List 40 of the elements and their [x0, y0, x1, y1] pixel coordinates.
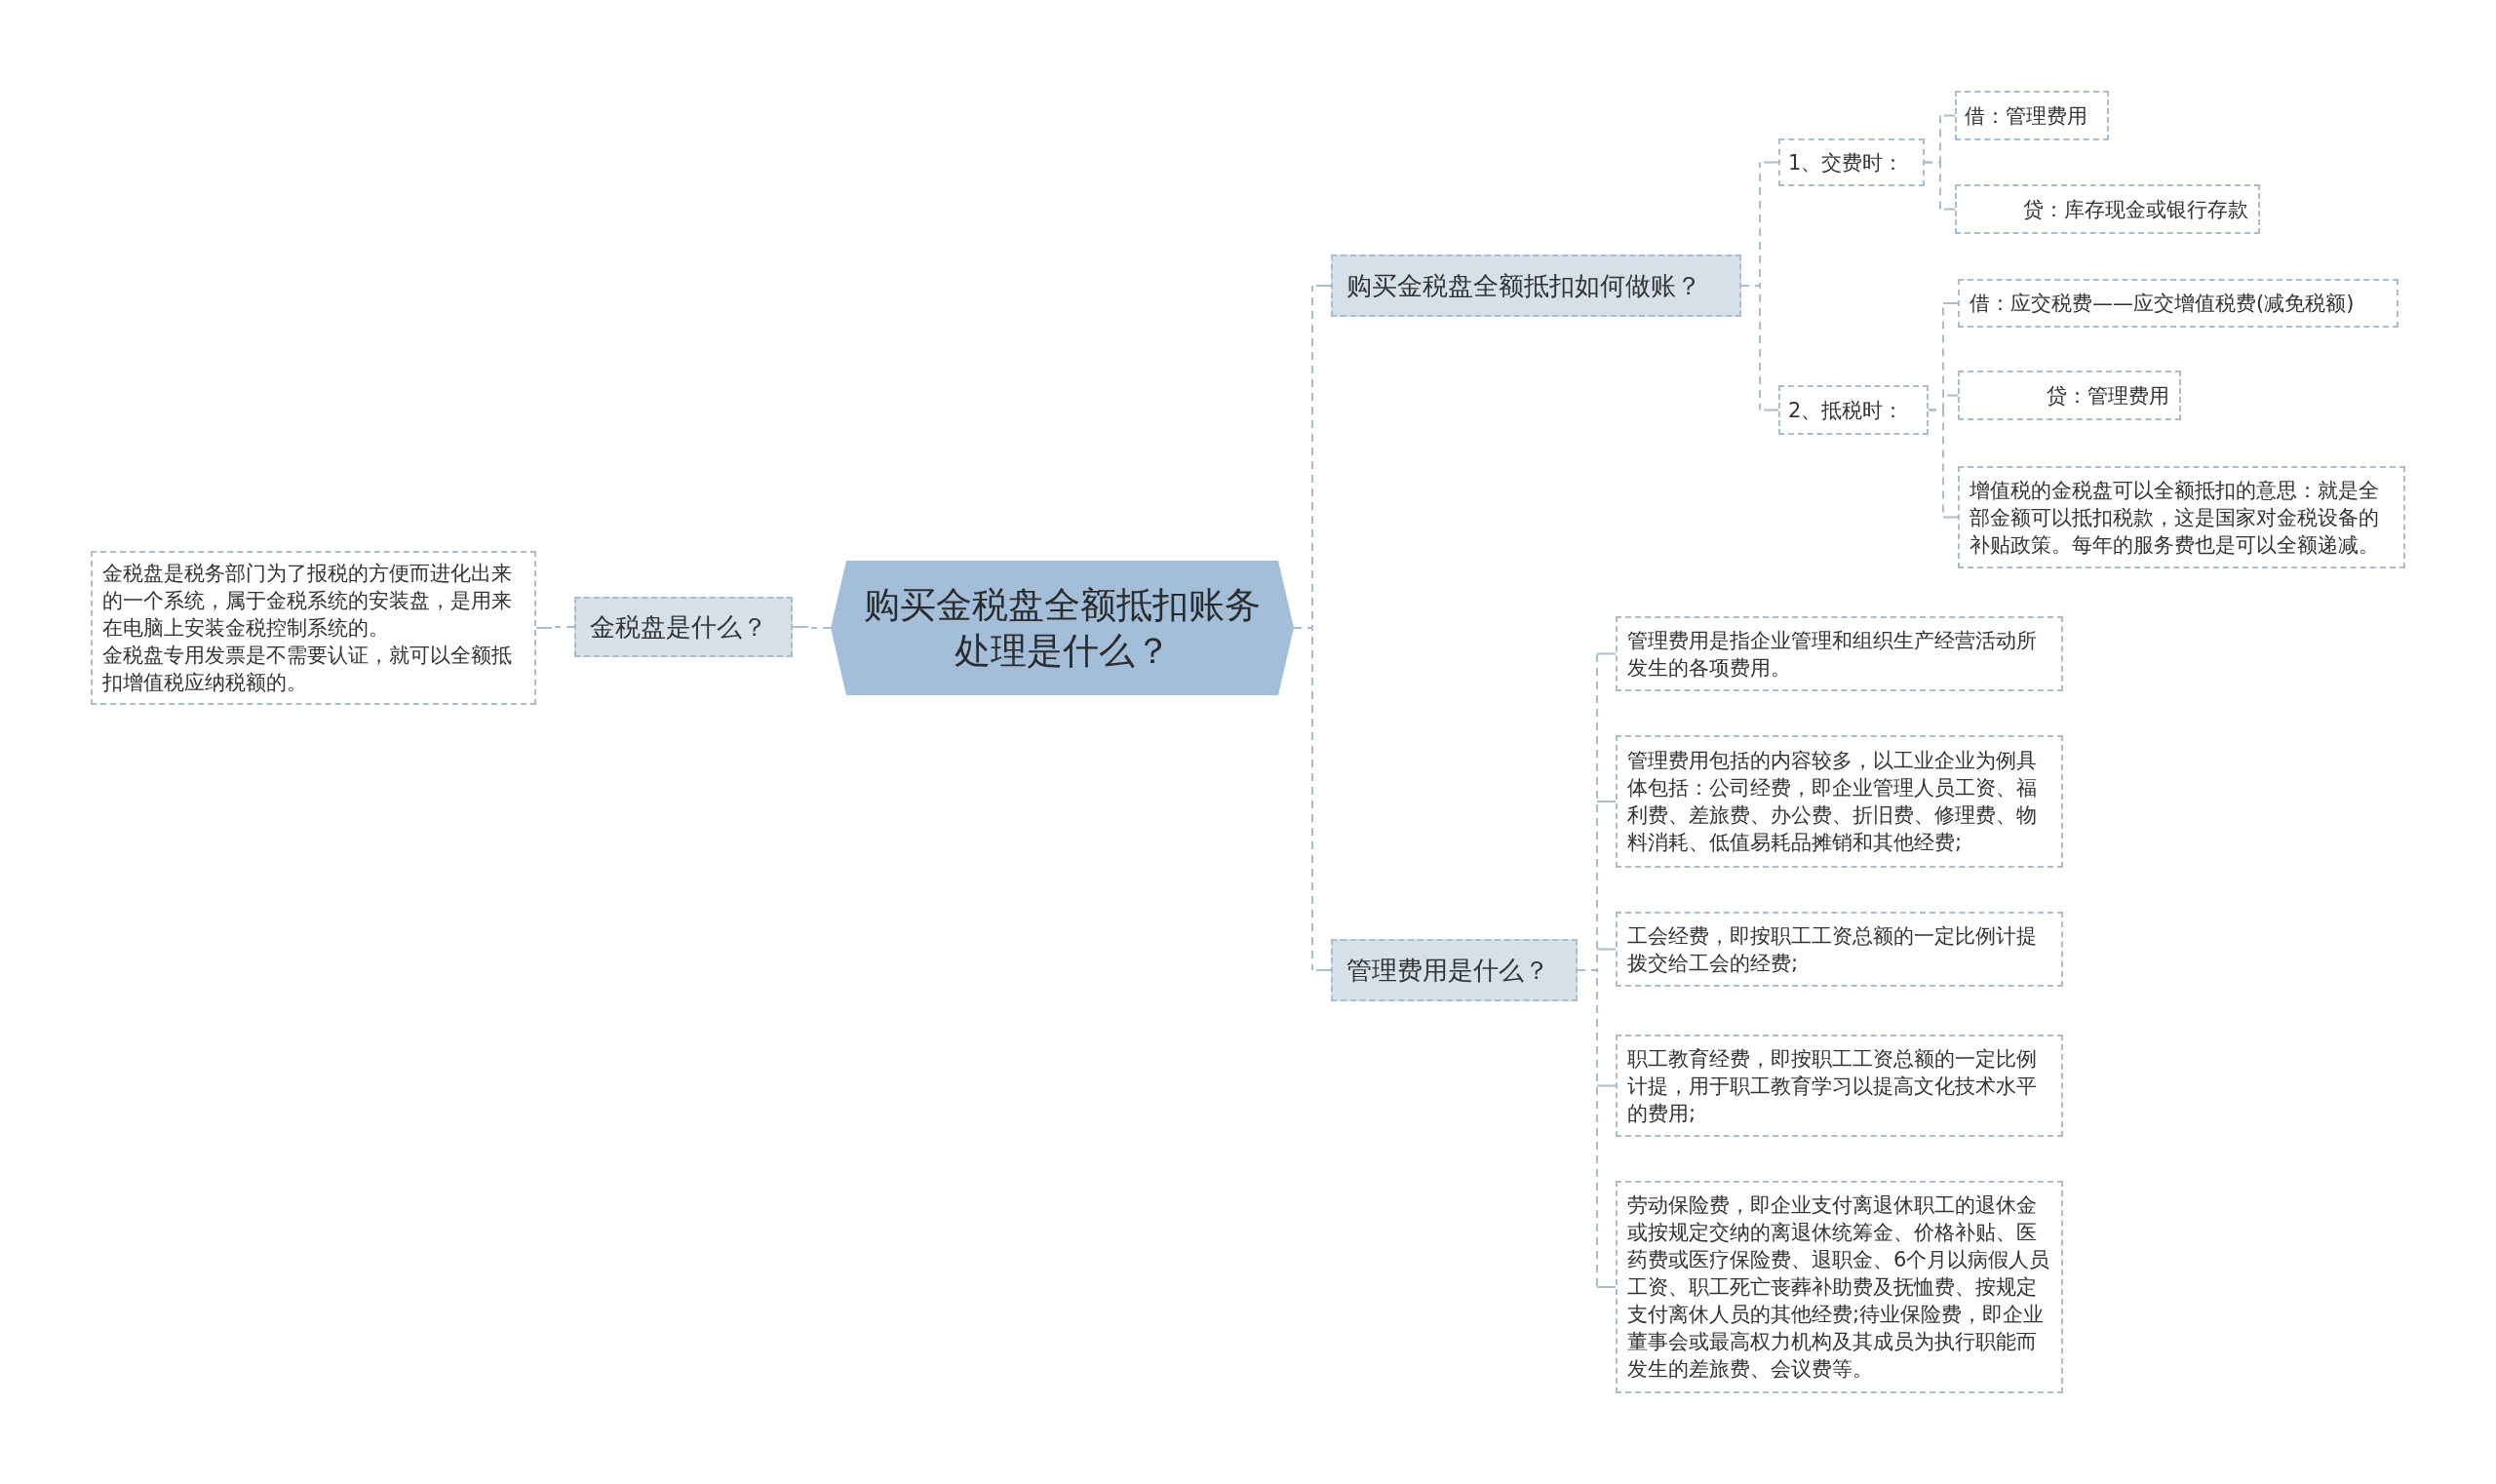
note-card: [1778, 138, 1925, 186]
note-text: 1、交费时：: [1788, 149, 1905, 176]
topic-card: [574, 597, 793, 657]
note-card: [1616, 735, 2063, 868]
topic-label: 管理费用是什么？: [1346, 955, 1550, 987]
central-topic-text: 购买金税盘全额抵扣账务处理是什么？: [863, 583, 1262, 674]
note-card: [1955, 184, 2260, 234]
topic-card: [1331, 254, 1741, 317]
note-text: 金税盘专用发票是不需要认证，就可以全额抵扣增值税应纳税额的。: [102, 643, 513, 696]
note-card: [1616, 616, 2063, 691]
note-text: 贷：管理费用: [2046, 382, 2169, 410]
note-text: 管理费用是指企业管理和组织生产经营活动所发生的各项费用。: [1627, 627, 2038, 682]
connector-line: [792, 626, 832, 629]
note-text: 贷：库存现金或银行存款: [2022, 196, 2248, 223]
note-text: 管理费用包括的内容较多，以工业企业为例具体包括：公司经费，即企业管理人员工资、福利费、差旅费、办公费、折旧费、修理费、物料消耗、低值易耗品摊销和其他经费;: [1627, 748, 2038, 856]
note-text: 借：管理费用: [1965, 102, 2088, 130]
connector-line: [1577, 969, 1617, 1288]
note-text: 劳动保险费，即企业支付离退休职工的退休金或按规定交纳的离退休统筹金、价格补贴、医药费或医疗保险费、退职金、6个月以病假人员工资、职工死亡丧葬补助费及抚恤费、按规定支付离休人员的其他经费;待业保险费，即企业董事会或最高权力机构及其成员为执行职能而发生的差旅费、会议费等。: [1627, 1192, 2051, 1383]
note-text: 职工教育经费，即按职工工资总额的一定比例计提，用于职工教育学习以提高文化技术水平的费用;: [1627, 1045, 2038, 1127]
note-card: [1616, 1181, 2063, 1393]
connector-line: [535, 626, 575, 629]
note-text: 2、抵税时：: [1788, 397, 1905, 424]
note-card: [1958, 466, 2405, 568]
note-card: [91, 551, 536, 705]
topic-label: 购买金税盘全额抵扣如何做账？: [1346, 270, 1702, 302]
note-text: 金税盘是税务部门为了报税的方便而进化出来的一个系统，属于金税系统的安装盘，是用来在电脑上安装金税控制系统的。: [102, 561, 513, 642]
note-card: [1958, 279, 2398, 328]
note-text: 借：应交税费——应交增值税费(减免税额): [1970, 291, 2356, 317]
note-card: [1616, 912, 2063, 987]
connector-line: [1928, 409, 1959, 519]
connector-line: [1740, 285, 1779, 411]
note-card: [1778, 385, 1929, 435]
note-card: [1616, 1035, 2063, 1137]
note-text: 增值税的金税盘可以全额抵扣的意思：就是全部金额可以抵扣税款，这是国家对金税设备的补贴政策。每年的服务费也是可以全额递减。: [1970, 477, 2380, 559]
connector-line: [1924, 161, 1956, 211]
note-text: 工会经费，即按职工工资总额的一定比例计提拨交给工会的经费;: [1627, 922, 2038, 977]
note-card: [1955, 91, 2109, 140]
topic-label: 金税盘是什么？: [590, 611, 768, 644]
note-card: [1958, 371, 2181, 420]
topic-card: [1331, 939, 1578, 1001]
